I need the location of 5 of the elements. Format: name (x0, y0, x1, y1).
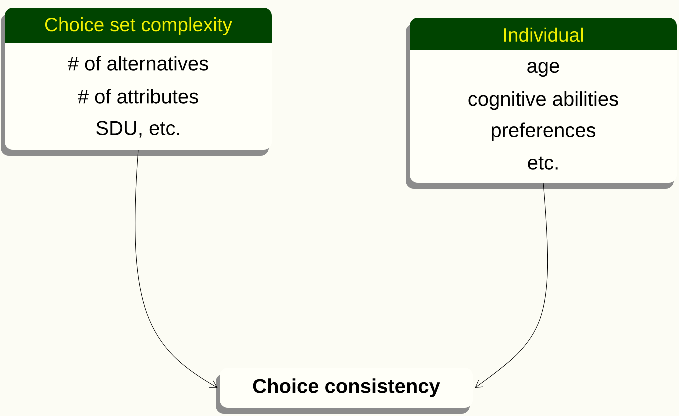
titled-box: Individual age cognitive abilities preferences etc. (406, 18, 677, 189)
curved-arrow (135, 150, 218, 388)
result-box: Choice consistency (216, 368, 473, 414)
titled-box: Choice set complexity # of alternatives # of attributes SDU, etc. (1, 8, 272, 156)
curved-arrow (475, 183, 548, 388)
